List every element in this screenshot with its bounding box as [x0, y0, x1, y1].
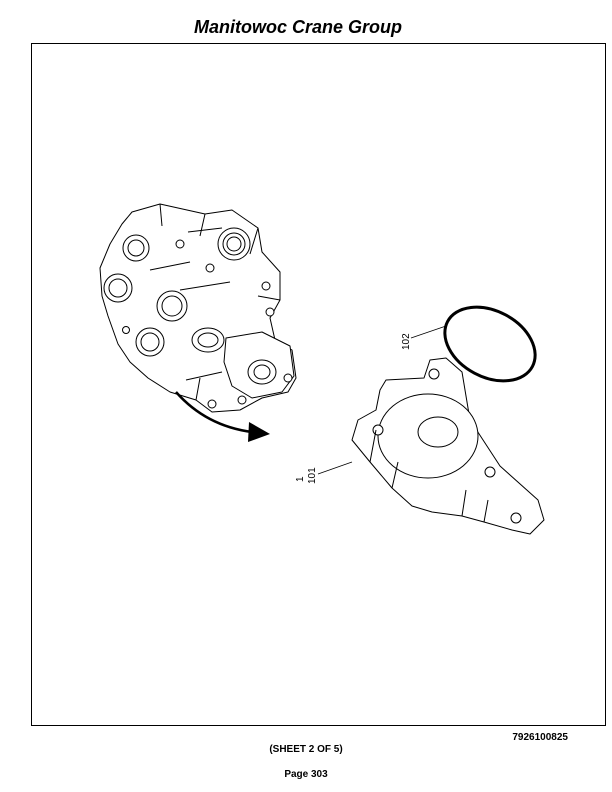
valve-assembly	[99, 203, 297, 413]
drawing-number: 7926100825	[512, 732, 568, 743]
callout-101: 101	[307, 467, 318, 484]
drawing-frame	[31, 43, 606, 726]
callout-102: 102	[401, 333, 412, 350]
rotation-arrow-icon	[175, 391, 270, 442]
page-number: Page 303	[284, 769, 328, 780]
leader-line-101	[317, 461, 353, 475]
callout-1: 1	[295, 476, 306, 482]
o-ring-part-102	[443, 305, 537, 383]
leader-line-102	[410, 325, 447, 339]
adapter-plate-part-101	[351, 357, 545, 535]
page-header-title: Manitowoc Crane Group	[193, 17, 402, 37]
sheet-indicator: (SHEET 2 OF 5)	[269, 744, 343, 755]
